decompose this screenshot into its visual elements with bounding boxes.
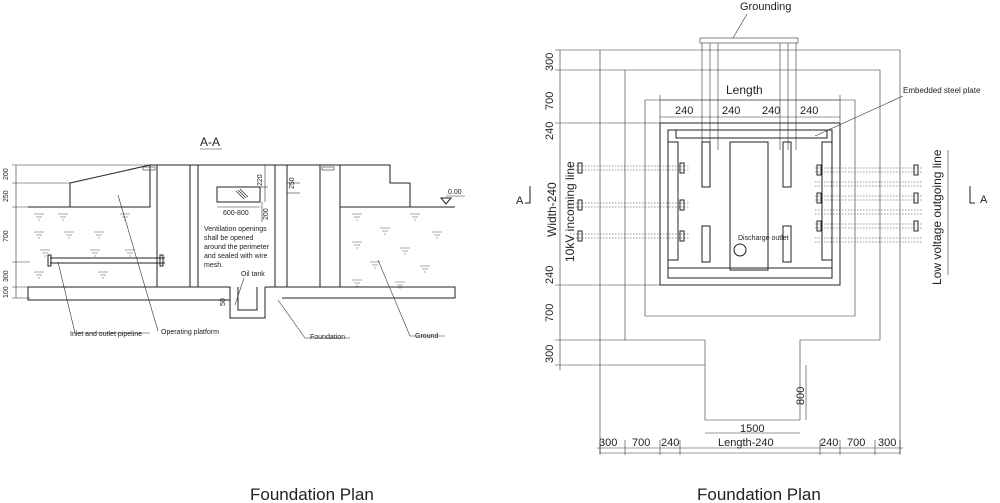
dim-bottom-240-right: 240	[820, 437, 838, 449]
dim-v-700: 700	[3, 230, 10, 242]
vent-note-line-2: shall be opened	[204, 235, 254, 242]
incoming-cables	[570, 162, 690, 242]
plan-view: Grounding	[516, 1, 988, 503]
dim-v-300: 300	[3, 270, 10, 282]
dim-left-240-bottom: 240	[544, 266, 556, 284]
section-view: A-A 200 250 700 300 100	[3, 135, 465, 503]
dim-opening-bottom: 200	[263, 208, 270, 220]
dim-v-250: 250	[3, 190, 10, 202]
label-width: Width-240	[545, 182, 559, 237]
ventilation-opening: 220 600-800 200 250	[216, 165, 300, 222]
foundation-box	[659, 122, 841, 286]
label-length: Length	[726, 83, 763, 97]
dim-opening-h: 220	[257, 174, 264, 186]
vent-note-line-1: Ventilation openings	[204, 226, 267, 233]
right-caption: Foundation Plan	[697, 485, 821, 503]
label-outgoing: Low voltage outgoing line	[930, 149, 944, 285]
section-marks: A A	[516, 186, 988, 207]
label-ground: Ground	[415, 333, 438, 340]
dim-pit: 50	[220, 298, 227, 306]
dim-bottom-length: Length-240	[718, 437, 774, 449]
label-foundation: Foundation	[310, 334, 345, 341]
bottom-extension-dims: 800 1500	[705, 365, 807, 435]
dim-opening-w: 600-800	[223, 210, 249, 217]
dim-top-4: 240	[800, 105, 818, 117]
dim-v-100: 100	[3, 286, 10, 298]
dim-bottom-300-left: 300	[599, 437, 617, 449]
dim-left-240-top: 240	[544, 122, 556, 140]
dim-top-3: 240	[762, 105, 780, 117]
top-dimensions: Length 240 240 240 240	[659, 83, 841, 123]
base-slab	[27, 286, 456, 319]
label-grounding: Grounding	[740, 1, 791, 13]
section-leaders: Inlet and outlet pipeline Operating plat…	[57, 194, 445, 341]
section-walls	[142, 165, 341, 287]
vent-note-line-5: mesh.	[204, 262, 223, 269]
section-mark-left: A	[516, 195, 524, 207]
bottom-dimensions: 300 700 240 Length-240 240 700 300	[597, 437, 903, 455]
outgoing-cables	[815, 164, 922, 243]
dim-bottom-700-right: 700	[847, 437, 865, 449]
dim-1500: 1500	[740, 423, 764, 435]
dim-v-200: 200	[3, 168, 10, 180]
section-vertical-dimensions: 200 250 700 300 100	[3, 164, 150, 299]
dim-top-1: 240	[675, 105, 693, 117]
dim-800: 800	[795, 387, 807, 405]
dim-top-2: 240	[722, 105, 740, 117]
plan-outlines	[599, 49, 901, 454]
label-embedded: Embedded steel plate	[903, 86, 981, 95]
vent-note-line-4: and sealed with wire	[204, 253, 268, 260]
ground-soil	[28, 206, 455, 289]
label-platform: Operating platform	[161, 329, 219, 336]
dim-bottom-240-left: 240	[661, 437, 679, 449]
dim-bottom-300-right: 300	[878, 437, 896, 449]
label-discharge: Discharge outlet	[738, 235, 789, 242]
dim-left-300-bottom: 300	[544, 345, 556, 363]
dim-left-700-top: 700	[544, 92, 556, 110]
level-value: 0.00	[448, 189, 462, 196]
dim-bottom-700-left: 700	[632, 437, 650, 449]
left-caption: Foundation Plan	[250, 485, 374, 503]
pipeline	[47, 254, 165, 267]
vent-note-line-3: around the perimeter	[204, 244, 270, 251]
left-dimensions: 300 700 240 240 700 300 Width-240 10kV i…	[544, 49, 705, 370]
dim-left-700-bottom: 700	[544, 304, 556, 322]
label-pipeline: Inlet and outlet pipeline	[70, 331, 142, 338]
dim-left-300-top: 300	[544, 53, 556, 71]
section-mark-right: A	[980, 194, 988, 206]
foundation-blocks	[69, 164, 411, 208]
label-oil-tank: Oil tank	[241, 271, 265, 278]
section-title: A-A	[200, 135, 220, 149]
grounding-strip	[699, 37, 799, 150]
level-mark: 0.00	[439, 189, 465, 205]
vent-note: Ventilation openings shall be opened aro…	[204, 226, 270, 269]
label-incoming: 10kV incoming line	[563, 161, 577, 262]
